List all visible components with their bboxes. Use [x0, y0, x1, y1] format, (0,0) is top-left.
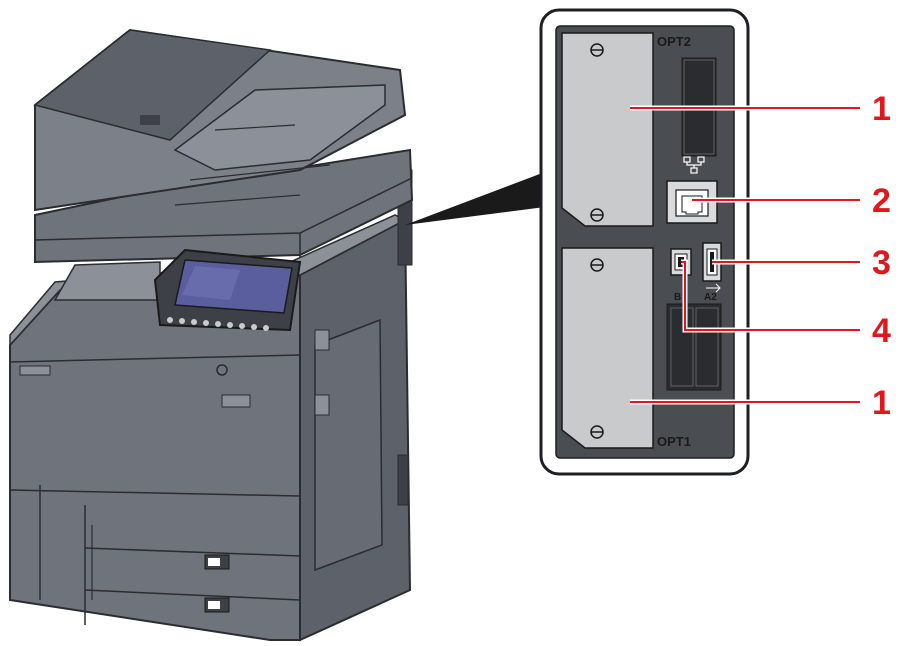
opt1-bottom-screw-icon	[590, 425, 604, 439]
document-feed-tray	[173, 84, 386, 171]
front-door-handle	[221, 394, 251, 408]
printer-illustration	[9, 28, 414, 642]
opt2-label: OPT2	[657, 34, 691, 49]
adf-top-cover	[33, 29, 272, 141]
callout-1-bottom: 1	[872, 384, 891, 422]
usb-a2-label: A2	[704, 292, 717, 303]
zoom-connector	[405, 172, 545, 225]
paper-drawer-1	[9, 489, 301, 497]
callout-lines	[630, 105, 860, 405]
opt2-bottom-screw-icon	[590, 208, 604, 222]
usb-b-label: B	[674, 292, 681, 303]
callout-3: 3	[872, 244, 891, 282]
opt1-slot-cover	[561, 247, 654, 449]
lower-connector-slot	[666, 303, 722, 391]
interface-panel: OPT2 OPT1	[539, 8, 750, 476]
opt2-slot-cover	[561, 32, 654, 227]
callout-numbers: 1 2 3 4 1	[872, 90, 891, 422]
printer-main-body	[9, 273, 301, 641]
callout-1-top: 1	[872, 90, 891, 128]
paper-drawer-3	[84, 589, 301, 601]
paper-drawer-2	[84, 547, 301, 557]
lan-network-icon	[683, 156, 705, 174]
opt1-top-screw-icon	[590, 258, 604, 272]
output-tray	[53, 261, 161, 301]
opt1-label: OPT1	[657, 434, 691, 449]
callout-4: 4	[872, 312, 891, 350]
usb-icon	[706, 283, 721, 293]
callout-2: 2	[872, 182, 891, 220]
opt2-top-screw-icon	[590, 43, 604, 57]
